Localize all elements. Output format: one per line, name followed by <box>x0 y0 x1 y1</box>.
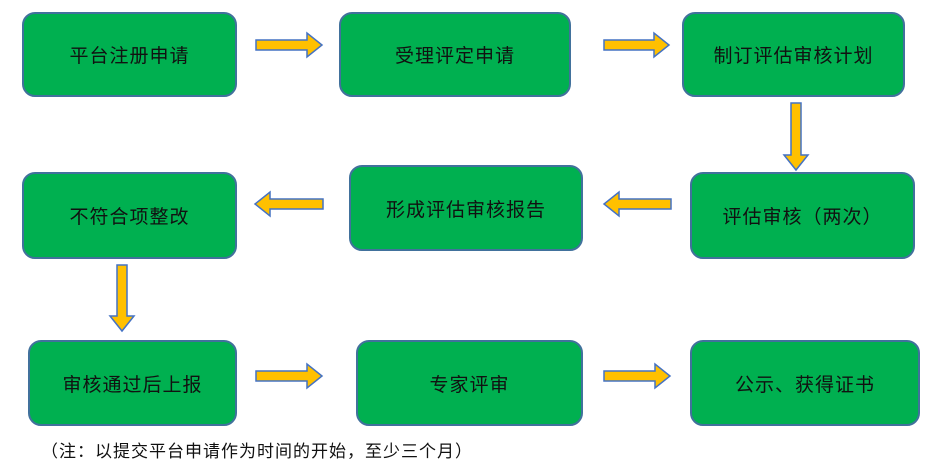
step-make-audit-plan: 制订评估审核计划 <box>682 12 905 97</box>
step-assessment-audit: 评估审核（两次） <box>690 172 915 259</box>
step-expert-review: 专家评审 <box>356 340 583 426</box>
step-label: 形成评估审核报告 <box>385 198 546 221</box>
step-audit-report: 形成评估审核报告 <box>349 165 583 251</box>
step-label: 专家评审 <box>429 373 510 396</box>
arrow-right-2-3 <box>603 31 671 59</box>
step-label: 平台注册申请 <box>69 45 190 67</box>
step-publicity-certificate: 公示、获得证书 <box>690 340 920 426</box>
footnote: （注：以提交平台申请作为时间的开始，至少三个月） <box>41 442 473 462</box>
arrow-left-4-5 <box>602 190 672 218</box>
arrow-right-1-2 <box>255 31 324 59</box>
arrow-right-8-9 <box>603 362 672 390</box>
step-label: 审核通过后上报 <box>62 373 203 396</box>
step-label: 制订评估审核计划 <box>713 45 874 67</box>
arrow-left-5-6 <box>253 190 324 218</box>
step-accept-application: 受理评定申请 <box>339 12 571 97</box>
step-label: 公示、获得证书 <box>734 373 875 396</box>
arrow-right-7-8 <box>255 362 324 390</box>
step-label: 不符合项整改 <box>69 206 190 228</box>
step-label: 受理评定申请 <box>394 45 515 67</box>
step-nonconformity-rectification: 不符合项整改 <box>22 172 237 259</box>
step-platform-registration: 平台注册申请 <box>22 12 237 97</box>
arrow-down-3-4 <box>782 102 810 172</box>
step-submit-after-approval: 审核通过后上报 <box>28 340 237 426</box>
arrow-down-6-7 <box>108 264 136 333</box>
step-label: 评估审核（两次） <box>722 206 883 228</box>
